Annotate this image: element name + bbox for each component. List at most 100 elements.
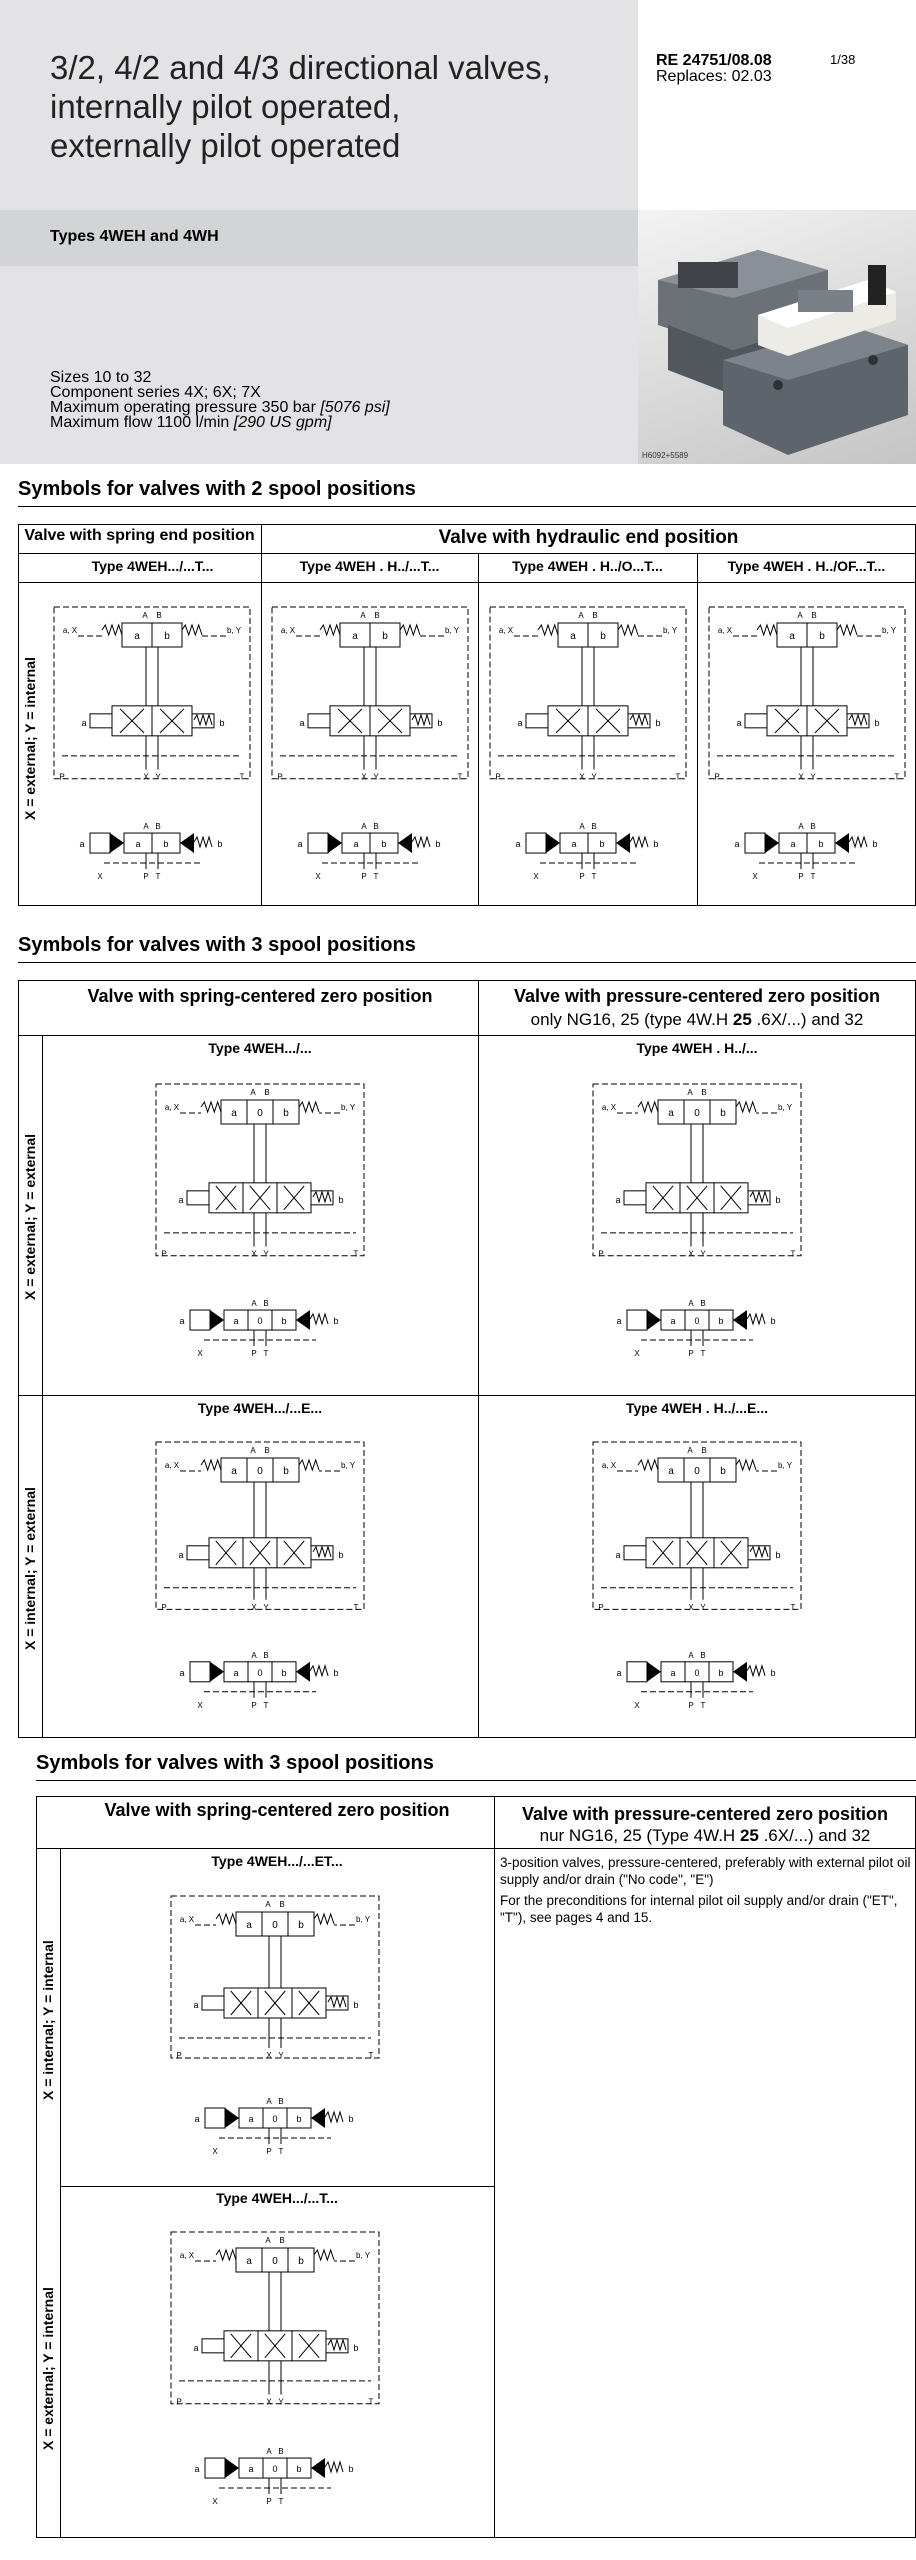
- symbol-label: T: [701, 1349, 706, 1358]
- symbol-label: Y: [155, 772, 161, 781]
- symbol-label: T: [791, 1249, 796, 1258]
- symbol-label: B: [592, 611, 597, 620]
- symbol-label: X: [212, 2497, 218, 2506]
- symbol-label: b, Y: [227, 626, 242, 635]
- symbol-label: X: [197, 1349, 203, 1358]
- symbol-label: a, X: [718, 626, 733, 635]
- symbol-label: A: [797, 611, 803, 620]
- symbol-label: a, X: [499, 626, 514, 635]
- section1-col-divider: [478, 553, 479, 906]
- section2-type-label: Type 4WEH.../...: [208, 1040, 312, 1056]
- section1-header-divider: [18, 553, 916, 554]
- symbol-label: A: [579, 822, 585, 831]
- section2-col2-subheader: only NG16, 25 (type 4W.H 25 .6X/...) and…: [478, 1010, 916, 1030]
- symbol-label: a: [179, 1668, 184, 1678]
- symbol-label: B: [264, 1446, 269, 1455]
- section3-note-1: 3-position valves, pressure-centered, pr…: [500, 1855, 911, 1887]
- symbol-label: b: [720, 1466, 726, 1477]
- subheader-part: nur NG16, 25 (Type 4W.H: [539, 1826, 740, 1845]
- symbol-label: Y: [263, 1603, 269, 1612]
- symbol-label: P: [598, 1249, 603, 1258]
- symbol-label: b: [655, 718, 660, 728]
- symbol-label: P: [251, 1349, 256, 1358]
- symbol-label: 0: [694, 1108, 700, 1119]
- symbol-label: a, X: [63, 626, 78, 635]
- side-label-part: Y = internal: [22, 657, 38, 733]
- symbol-label: a, X: [180, 1915, 195, 1924]
- section1-title: Symbols for valves with 2 spool position…: [18, 478, 416, 500]
- symbol-label: P: [579, 872, 584, 881]
- subheader-part: .6X/...) and 32: [751, 1010, 864, 1029]
- section3-label-divider: [60, 1848, 61, 2538]
- symbol-label: P: [176, 2397, 181, 2406]
- symbol-label: T: [156, 872, 161, 881]
- symbol-label: a: [179, 1316, 184, 1326]
- symbol-label: B: [264, 1088, 269, 1097]
- symbol-label: a, X: [602, 1461, 617, 1470]
- replaces-note: Replaces: 02.03: [656, 68, 772, 85]
- header-spec-panel: [0, 266, 638, 464]
- section1-type-divider: [18, 582, 916, 583]
- symbol-label: T: [354, 1249, 359, 1258]
- symbol-label: A: [688, 1651, 694, 1660]
- symbol-label: X: [361, 772, 367, 781]
- symbol-label: B: [279, 1900, 284, 1909]
- symbol-label: b: [219, 718, 224, 728]
- symbol-label: T: [279, 2497, 284, 2506]
- symbol-label: T: [374, 872, 379, 881]
- symbol-label: b: [381, 839, 386, 849]
- symbol-label: b: [435, 839, 440, 849]
- symbol-label: P: [176, 2051, 181, 2060]
- symbol-label: b, Y: [778, 1103, 793, 1112]
- section2-row1-label: X = external; Y = external: [22, 1134, 38, 1300]
- title-line: externally pilot operated: [50, 127, 401, 164]
- symbol-label: 0: [272, 2256, 278, 2267]
- symbol-label: a: [246, 1920, 252, 1931]
- subheader-part: .6X/...) and 32: [758, 1826, 871, 1845]
- section1-type-label: Type 4WEH . H../OF...T...: [727, 558, 886, 574]
- symbol-label: P: [495, 772, 500, 781]
- symbol-label: b, Y: [663, 626, 678, 635]
- symbol-label: b: [338, 1550, 343, 1560]
- side-label-part: X = external;: [22, 732, 38, 820]
- symbol-label: a: [246, 2256, 252, 2267]
- section2-col1-header: Valve with spring-centered zero position: [87, 986, 433, 1006]
- symbol-label: Y: [700, 1603, 706, 1612]
- symbol-label: A: [687, 1088, 693, 1097]
- page-number: 1/38: [830, 52, 856, 67]
- symbol-label: a: [178, 1550, 183, 1560]
- symbol-label: a: [570, 631, 576, 642]
- symbol-label: A: [266, 2447, 272, 2456]
- section3-row1-label: X = internal; Y = internal: [40, 1940, 56, 2100]
- symbol-label: T: [458, 772, 463, 781]
- symbol-label: a: [670, 1316, 675, 1326]
- symbol-label: T: [264, 1349, 269, 1358]
- symbol-label: A: [688, 1299, 694, 1308]
- symbol-label: a, X: [180, 2251, 195, 2260]
- symbol-label: b: [298, 2256, 304, 2267]
- document-title: 3/2, 4/2 and 4/3 directional valves, int…: [50, 48, 551, 165]
- symbol-label: a: [515, 839, 520, 849]
- symbol-label: P: [161, 1603, 166, 1612]
- symbol-label: A: [250, 1088, 256, 1097]
- symbol-label: a: [233, 1316, 238, 1326]
- symbol-label: b: [338, 1195, 343, 1205]
- symbol-label: a: [616, 1668, 621, 1678]
- symbol-label: a: [178, 1195, 183, 1205]
- symbol-label: X: [634, 1701, 640, 1710]
- symbol-label: a: [615, 1550, 620, 1560]
- symbol-label: X: [251, 1249, 257, 1258]
- side-label-part: Y = internal: [40, 1940, 56, 2016]
- symbol-label: T: [811, 872, 816, 881]
- section2-row2-label: X = internal; Y = external: [22, 1487, 38, 1650]
- section2-col2-header: Valve with pressure-centered zero positi…: [513, 986, 881, 1006]
- symbol-label: b: [819, 631, 825, 642]
- symbol-label: b: [874, 718, 879, 728]
- section3-header-divider: [36, 1848, 916, 1849]
